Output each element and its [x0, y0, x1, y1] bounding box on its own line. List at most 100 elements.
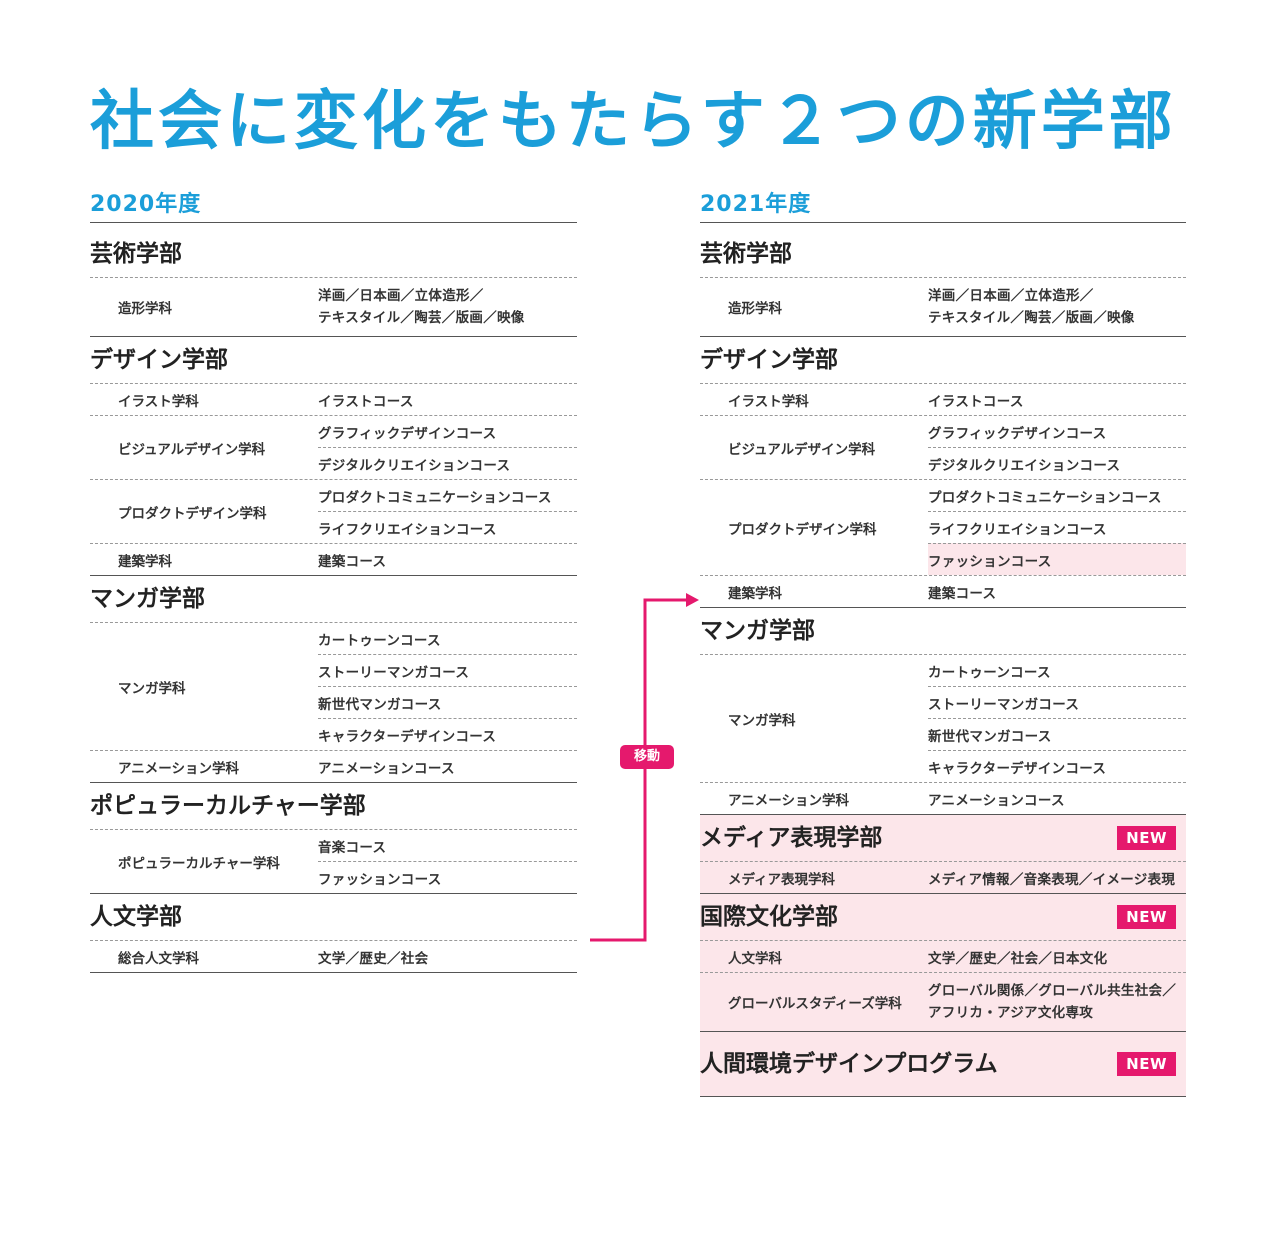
faculty-name-text: デザイン学部	[700, 347, 838, 373]
department-rows: イラスト学科イラストコースビジュアルデザイン学科グラフィックデザインコースデジタ…	[90, 383, 577, 575]
course-list: アニメーションコース	[928, 783, 1186, 814]
move-arrow-path	[590, 598, 688, 942]
course-item: プロダクトコミュニケーションコース	[318, 489, 552, 506]
department-row: マンガ学科カートゥーンコースストーリーマンガコース新世代マンガコースキャラクター…	[90, 623, 577, 750]
faculty-name: マンガ学部	[90, 576, 577, 622]
faculty-name-text: デザイン学部	[90, 347, 228, 373]
page-title: 社会に変化をもたらす２つの新学部	[90, 85, 1177, 159]
faculty-name-text: マンガ学部	[700, 618, 815, 644]
course-item: メディア情報／音楽表現／イメージ表現	[928, 871, 1176, 888]
course-list: カートゥーンコースストーリーマンガコース新世代マンガコースキャラクターデザインコ…	[928, 655, 1186, 782]
department-row: 人文学科 文学／歴史／社会／日本文化	[700, 941, 1186, 972]
new-badge: NEW	[1117, 1052, 1176, 1076]
course-item: 文学／歴史／社会	[318, 950, 429, 967]
department-row: マンガ学科カートゥーンコースストーリーマンガコース新世代マンガコースキャラクター…	[700, 655, 1186, 782]
course-item: カートゥーンコース	[318, 632, 441, 649]
course-item: 建築コース	[318, 553, 387, 570]
course-item: イラストコース	[318, 393, 414, 410]
course-list: アニメーションコース	[318, 751, 577, 782]
course-list: メディア情報／音楽表現／イメージ表現	[928, 862, 1186, 893]
course-item: プロダクトコミュニケーションコース	[928, 489, 1162, 506]
course-item: デジタルクリエイションコース	[928, 447, 1186, 479]
faculty-name: 芸術学部	[700, 231, 1186, 277]
department-row: ポピュラーカルチャー学科 音楽コースファッションコース	[90, 830, 577, 893]
course-item: キャラクターデザインコース	[928, 750, 1186, 782]
course-item: 音楽コース	[318, 839, 387, 856]
department-rows: メディア表現学科 メディア情報／音楽表現／イメージ表現	[700, 861, 1186, 893]
department-rows: ポピュラーカルチャー学科 音楽コースファッションコース	[90, 829, 577, 893]
department-rows: マンガ学科カートゥーンコースストーリーマンガコース新世代マンガコースキャラクター…	[90, 622, 577, 782]
department-name: 造形学科	[728, 301, 782, 317]
faculty-name-text: マンガ学部	[90, 586, 205, 612]
department-name: メディア表現学科	[728, 871, 836, 888]
department-row: 建築学科 建築コース	[90, 543, 577, 575]
move-arrowhead	[686, 593, 699, 607]
course-item: グラフィックデザインコース	[928, 425, 1107, 442]
faculty-name: マンガ学部	[700, 608, 1186, 654]
department-name: 総合人文学科	[118, 950, 199, 967]
course-item: 建築コース	[928, 585, 997, 602]
faculty-name-text: ポピュラーカルチャー学部	[90, 793, 366, 819]
department-row: 造形学科洋画／日本画／立体造形／ テキスタイル／陶芸／版画／映像	[90, 278, 577, 336]
faculty-name: 人文学部	[90, 894, 577, 940]
department-row: 総合人文学科 文学／歴史／社会	[90, 941, 577, 972]
faculty-block: マンガ学部マンガ学科カートゥーンコースストーリーマンガコース新世代マンガコースキ…	[700, 608, 1186, 815]
course-item: グローバル関係／グローバル共生社会／ アフリカ・アジア文化専攻	[928, 983, 1177, 1021]
department-name: ビジュアルデザイン学科	[118, 441, 266, 458]
course-list: 洋画／日本画／立体造形／ テキスタイル／陶芸／版画／映像	[318, 278, 577, 336]
department-name: アニメーション学科	[728, 792, 849, 809]
department-name: 建築学科	[728, 585, 782, 602]
course-list: 建築コース	[928, 576, 1186, 607]
department-row: プロダクトデザイン学科 プロダクトコミュニケーションコースライフクリエイションコー…	[90, 479, 577, 543]
course-list: 文学／歴史／社会／日本文化	[928, 941, 1186, 972]
course-item: ライフクリエイションコース	[928, 511, 1186, 543]
course-item: ストーリーマンガコース	[318, 654, 577, 686]
faculty-name-text: 国際文化学部	[700, 904, 838, 930]
course-item: 洋画／日本画／立体造形／ テキスタイル／陶芸／版画／映像	[928, 288, 1135, 326]
course-item: アニメーションコース	[318, 760, 455, 777]
department-row: プロダクトデザイン学科 プロダクトコミュニケーションコースライフクリエイションコー…	[700, 479, 1186, 575]
course-list: イラストコース	[318, 384, 577, 415]
new-badge: NEW	[1117, 905, 1176, 929]
move-badge: 移動	[620, 745, 674, 769]
column-2020: 2020年度 芸術学部造形学科洋画／日本画／立体造形／ テキスタイル／陶芸／版画…	[90, 188, 577, 973]
department-name: プロダクトデザイン学科	[728, 521, 877, 538]
faculty-block: ポピュラーカルチャー学部ポピュラーカルチャー学科 音楽コースファッションコース	[90, 783, 577, 894]
course-item: ライフクリエイションコース	[318, 511, 577, 543]
faculty-name: デザイン学部	[700, 337, 1186, 383]
faculty-block: メディア表現学部 NEW メディア表現学科 メディア情報／音楽表現／イメージ表現	[700, 815, 1186, 894]
column-2021: 2021年度 芸術学部造形学科洋画／日本画／立体造形／ テキスタイル／陶芸／版画…	[700, 188, 1186, 1097]
department-name: ポピュラーカルチャー学科	[118, 855, 280, 872]
department-row: アニメーション学科 アニメーションコース	[700, 782, 1186, 814]
department-row: グローバルスタディーズ学科グローバル関係／グローバル共生社会／ アフリカ・アジア…	[700, 972, 1186, 1031]
department-rows: 人文学科 文学／歴史／社会／日本文化グローバルスタディーズ学科グローバル関係／グロ…	[700, 940, 1186, 1031]
course-item: ファッションコース	[928, 543, 1186, 575]
department-rows: マンガ学科カートゥーンコースストーリーマンガコース新世代マンガコースキャラクター…	[700, 654, 1186, 814]
faculty-name: デザイン学部	[90, 337, 577, 383]
course-item: グラフィックデザインコース	[318, 425, 497, 442]
department-name: 人文学科	[728, 950, 782, 967]
course-item: 文学／歴史／社会／日本文化	[928, 950, 1108, 967]
department-row: アニメーション学科 アニメーションコース	[90, 750, 577, 782]
department-name: イラスト学科	[728, 393, 809, 410]
faculty-block: 人文学部総合人文学科 文学／歴史／社会	[90, 894, 577, 973]
department-name: ビジュアルデザイン学科	[728, 441, 876, 458]
new-badge: NEW	[1117, 826, 1176, 850]
faculty-name-text: 芸術学部	[700, 241, 792, 267]
department-name: プロダクトデザイン学科	[118, 505, 267, 522]
faculty-block: 芸術学部造形学科 洋画／日本画／立体造形／ テキスタイル／陶芸／版画／映像	[700, 231, 1186, 337]
department-row: ビジュアルデザイン学科 グラフィックデザインコースデジタルクリエイションコース	[700, 415, 1186, 479]
course-list: イラストコース	[928, 384, 1186, 415]
course-list: 文学／歴史／社会	[318, 941, 577, 972]
faculty-name: メディア表現学部 NEW	[700, 815, 1186, 861]
course-item: ファッションコース	[318, 861, 577, 893]
faculty-name: ポピュラーカルチャー学部	[90, 783, 577, 829]
department-name: アニメーション学科	[118, 760, 239, 777]
faculty-name-text: 芸術学部	[90, 241, 182, 267]
department-rows: 総合人文学科 文学／歴史／社会	[90, 940, 577, 972]
course-list: 建築コース	[318, 544, 577, 575]
department-name: 建築学科	[118, 553, 172, 570]
faculty-name-text: メディア表現学部	[700, 825, 883, 851]
course-list: グラフィックデザインコースデジタルクリエイションコース	[318, 416, 577, 479]
